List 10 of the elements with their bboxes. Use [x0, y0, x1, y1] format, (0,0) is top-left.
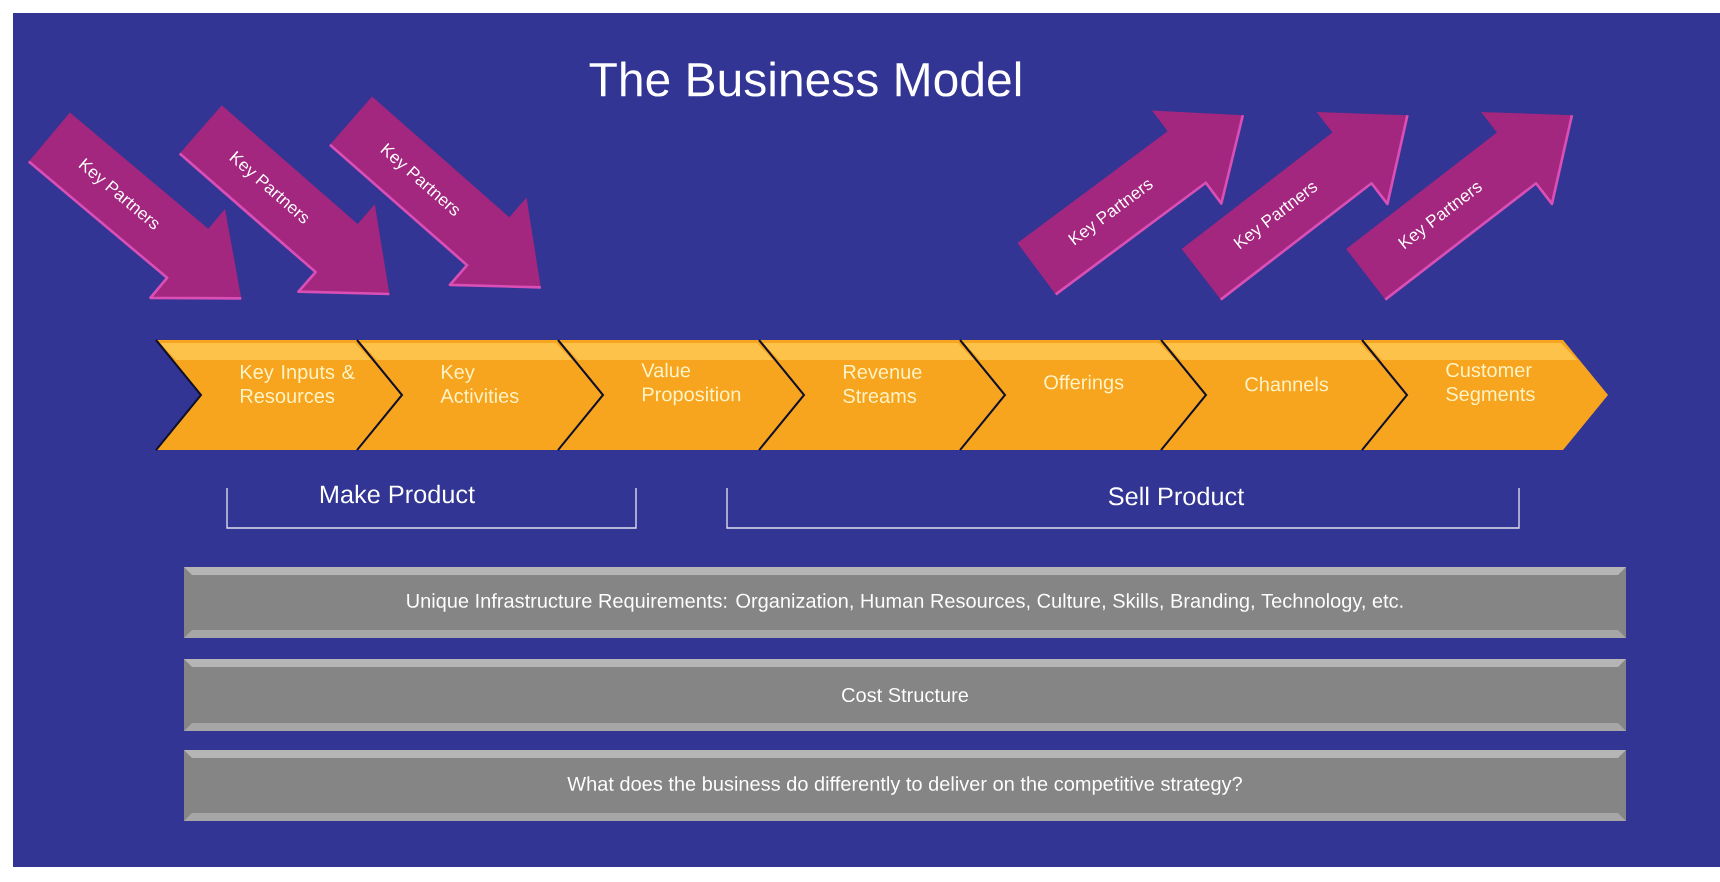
section-label: Make Product: [320, 484, 475, 504]
section-label: Sell Product: [1108, 486, 1245, 506]
node-label: Channels: [1245, 376, 1329, 392]
node-label: Customer Segments: [1446, 362, 1535, 406]
title: The Business Model: [589, 61, 1021, 97]
node-label: Key Activities: [440, 365, 519, 403]
node-label: Offerings: [1044, 374, 1124, 394]
node-label: Value Proposition: [641, 362, 741, 406]
node-label: Key Inputs & Resources: [240, 365, 355, 404]
node-label: Revenue Streams: [843, 365, 922, 403]
